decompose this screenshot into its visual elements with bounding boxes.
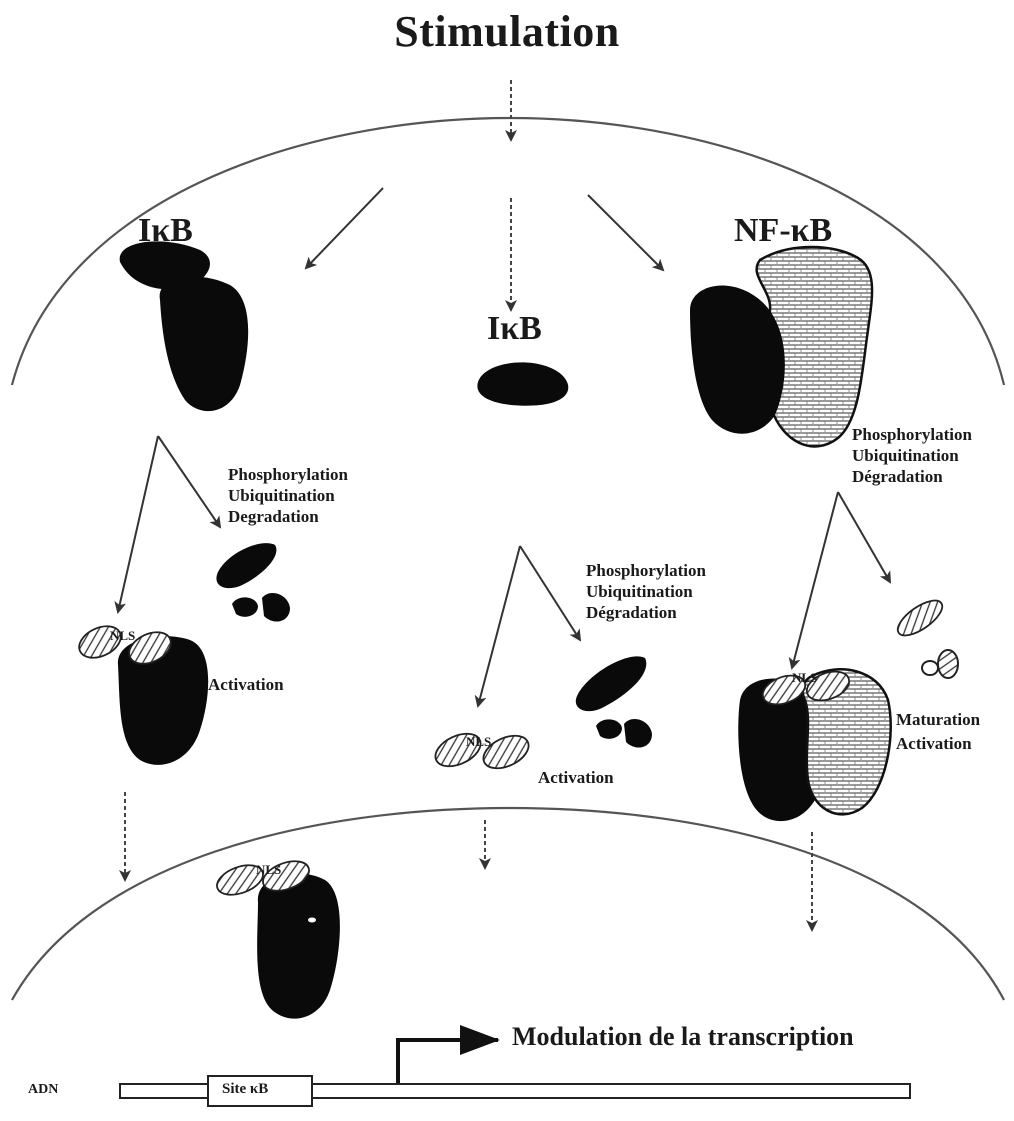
left-active-complex bbox=[74, 620, 208, 765]
nuclear-complex bbox=[213, 856, 340, 1019]
process-degradation: Dégradation bbox=[852, 466, 972, 487]
process-phosphorylation: Phosphorylation bbox=[228, 464, 348, 485]
nls-label-center: NLS bbox=[466, 734, 491, 750]
nuclear-membrane bbox=[12, 808, 1004, 1000]
process-degradation: Degradation bbox=[228, 506, 348, 527]
arrow-right-to-nls bbox=[792, 492, 838, 668]
process-list-center: Phosphorylation Ubiquitination Dégradati… bbox=[586, 560, 706, 623]
transcription-label: Modulation de la transcription bbox=[512, 1022, 854, 1052]
nfkb-complex bbox=[690, 247, 872, 446]
arrow-center-to-degradation bbox=[520, 546, 580, 640]
arrow-right-to-degradation bbox=[838, 492, 890, 582]
activation-label-center: Activation bbox=[538, 768, 614, 788]
process-ubiquitination: Ubiquitination bbox=[852, 445, 972, 466]
label-nfkb: NF-κB bbox=[734, 212, 832, 250]
label-ikb-left: IκB bbox=[138, 212, 193, 250]
right-degradation-fragments bbox=[892, 594, 958, 678]
kb-site-label: Site κB bbox=[222, 1081, 268, 1098]
arrow-to-nfkb bbox=[588, 195, 663, 270]
process-phosphorylation: Phosphorylation bbox=[586, 560, 706, 581]
nls-label-left: NLS bbox=[110, 628, 135, 644]
maturation-label: Maturation bbox=[896, 710, 980, 730]
arrow-left-to-nls bbox=[118, 436, 158, 612]
nls-label-right: NLS bbox=[792, 670, 817, 686]
center-ikb-blob bbox=[477, 362, 568, 405]
diagram-title: Stimulation bbox=[0, 6, 1014, 57]
transcription-arrow bbox=[398, 1040, 498, 1084]
process-ubiquitination: Ubiquitination bbox=[586, 581, 706, 602]
process-ubiquitination: Ubiquitination bbox=[228, 485, 348, 506]
nls-label-nucleus: NLS bbox=[256, 862, 281, 878]
left-ikb-complex bbox=[120, 241, 249, 411]
center-degradation-fragments bbox=[576, 656, 652, 747]
arrow-left-to-degradation bbox=[158, 436, 220, 527]
dna-label: ADN bbox=[28, 1082, 58, 1098]
process-phosphorylation: Phosphorylation bbox=[852, 424, 972, 445]
process-list-right: Phosphorylation Ubiquitination Dégradati… bbox=[852, 424, 972, 487]
label-ikb-center: IκB bbox=[487, 310, 542, 348]
arrow-center-to-nls bbox=[478, 546, 520, 706]
activation-label-left: Activation bbox=[208, 675, 284, 695]
activation-label-right: Activation bbox=[896, 734, 972, 754]
arrow-to-left-ikb bbox=[306, 188, 383, 268]
process-degradation: Dégradation bbox=[586, 602, 706, 623]
right-mature-complex bbox=[738, 666, 890, 821]
process-list-left: Phosphorylation Ubiquitination Degradati… bbox=[228, 464, 348, 527]
left-degradation-fragments bbox=[216, 543, 290, 621]
